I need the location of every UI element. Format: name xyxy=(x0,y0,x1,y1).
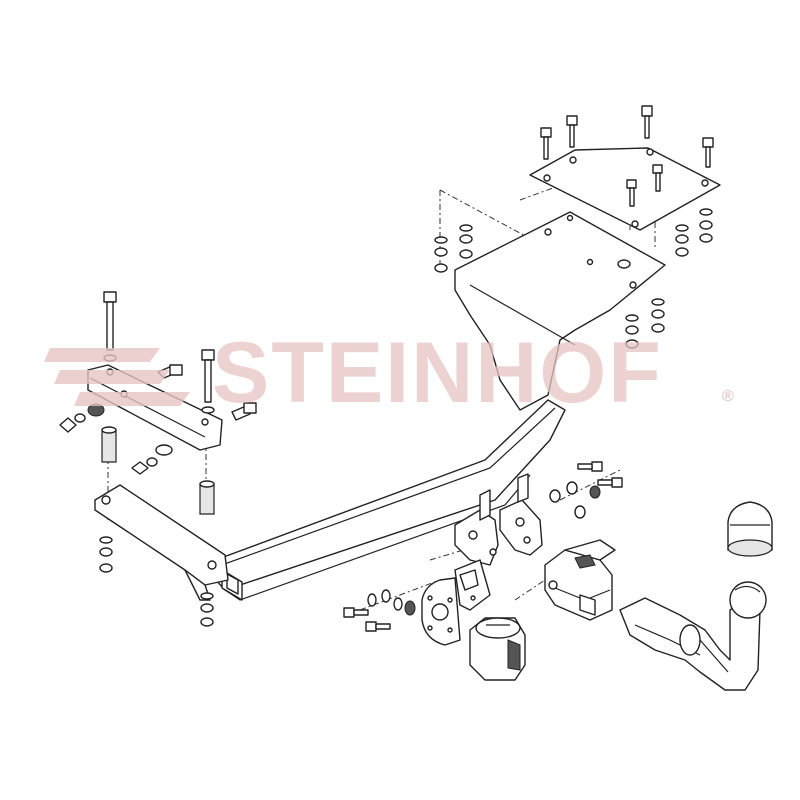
right-small-hardware xyxy=(549,461,623,519)
bolt-icon xyxy=(540,127,552,160)
electrical-socket-icon xyxy=(469,617,526,681)
right-side-bracket xyxy=(454,211,666,411)
nut-stack-left xyxy=(434,224,473,273)
bolt-icon xyxy=(626,179,637,207)
bolt-icon xyxy=(702,137,714,168)
long-bolts-left xyxy=(103,291,215,414)
bolt-icon xyxy=(231,402,257,421)
bolt-icon xyxy=(343,607,369,618)
beam-hanger-bracket xyxy=(454,473,543,566)
bolt-icon xyxy=(365,621,391,632)
spacer-tubes xyxy=(101,426,215,515)
bolt-icon xyxy=(597,477,623,488)
tow-ball-neck xyxy=(619,581,767,691)
bolt-icon xyxy=(577,461,603,472)
bolt-icon xyxy=(566,115,578,148)
bolt-icon xyxy=(201,349,215,403)
main-cross-beam xyxy=(201,399,566,601)
socket-plate-bolts xyxy=(343,589,416,632)
bolt-icon xyxy=(103,291,117,351)
upper-bolts xyxy=(540,105,714,207)
nut-stack-right xyxy=(625,208,713,349)
socket-bracket xyxy=(454,559,491,611)
bolt-icon xyxy=(641,105,653,139)
bolt-icon xyxy=(652,164,663,192)
left-side-bracket xyxy=(94,484,229,601)
bolt-icon xyxy=(157,364,183,379)
socket-mounting-plate xyxy=(421,577,461,646)
tow-ball-cover-icon xyxy=(727,501,773,557)
ball-receiver xyxy=(544,539,616,621)
nut-stack-left-bracket xyxy=(59,403,214,627)
upper-mounting-plate xyxy=(529,147,721,231)
